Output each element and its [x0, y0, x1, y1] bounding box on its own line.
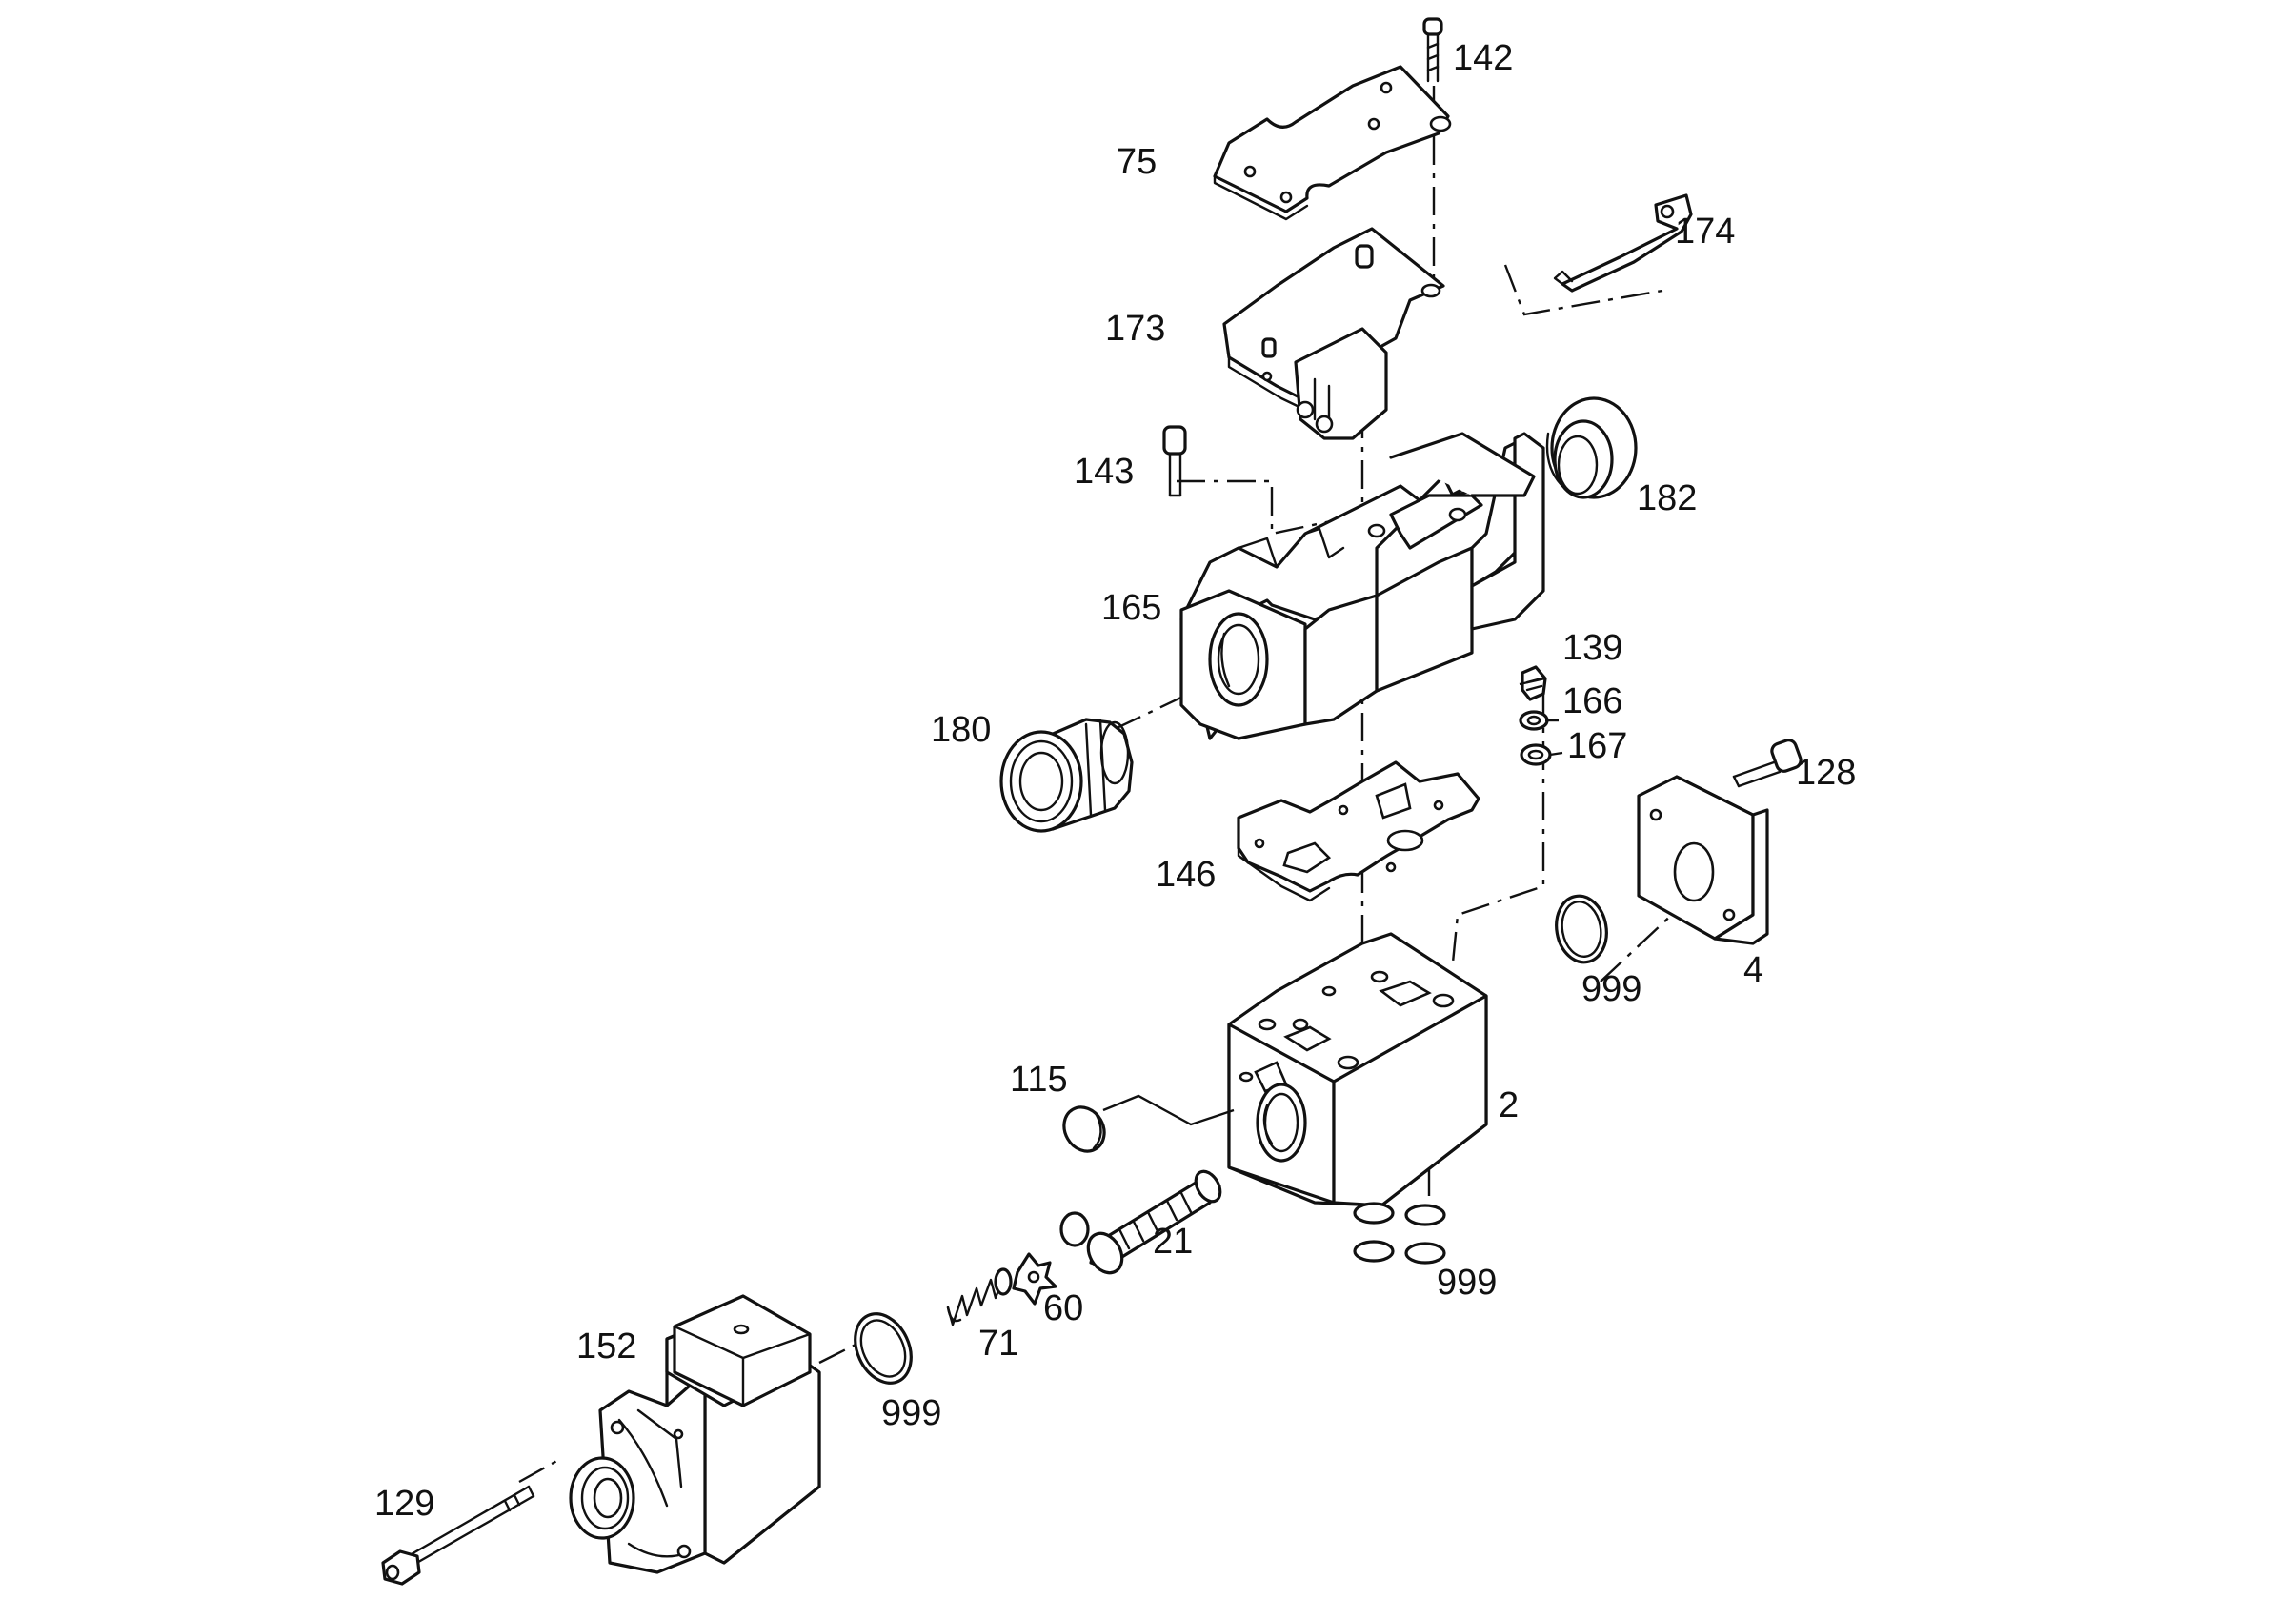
callout-129: 129 [374, 1484, 434, 1524]
leader-lines [1519, 677, 1563, 757]
washer-166 [1519, 710, 1549, 731]
callout-999-coil: 999 [881, 1393, 941, 1433]
callout-173: 173 [1105, 309, 1165, 349]
callout-128: 128 [1796, 753, 1856, 793]
callout-labels: 142 75 174 173 143 182 165 139 166 167 1… [374, 38, 1856, 1524]
plug-182 [1545, 396, 1638, 499]
housing-top-173 [1222, 227, 1445, 440]
callout-146: 146 [1156, 855, 1216, 895]
plug-115 [1062, 1094, 1235, 1153]
valve-body-2 [1227, 932, 1488, 1207]
lever-174 [1553, 193, 1693, 293]
screw-143 [1162, 425, 1187, 497]
callout-21: 21 [1153, 1222, 1193, 1262]
o-ring-999-coil [854, 1312, 913, 1385]
spring-seat-60 [1012, 1252, 1057, 1306]
callout-180: 180 [931, 710, 991, 750]
screw-129 [381, 1485, 535, 1586]
end-plate-4 [1637, 775, 1769, 945]
cover-plate-75 [1213, 65, 1452, 221]
callout-71: 71 [978, 1324, 1018, 1364]
callout-174: 174 [1675, 212, 1735, 252]
callout-999-right: 999 [1581, 969, 1641, 1009]
cable-gland-180 [999, 718, 1134, 833]
callout-115: 115 [1010, 1060, 1068, 1100]
callout-142: 142 [1453, 38, 1513, 78]
callout-182: 182 [1637, 478, 1697, 518]
callout-139: 139 [1562, 628, 1622, 668]
callout-165: 165 [1101, 588, 1161, 628]
callout-167: 167 [1567, 726, 1627, 766]
screw-128 [1732, 739, 1803, 788]
callout-999-bottom: 999 [1437, 1263, 1497, 1303]
housing-165 [1179, 432, 1545, 740]
o-rings-999-bottom [1353, 1202, 1446, 1265]
o-ring-999-right [1555, 894, 1608, 964]
callout-4: 4 [1743, 950, 1763, 990]
callout-60: 60 [1043, 1288, 1083, 1328]
callout-143: 143 [1074, 452, 1134, 492]
washer-167 [1520, 743, 1552, 766]
screw-142 [1422, 17, 1443, 83]
spool-21 [1059, 1169, 1222, 1275]
spring-71 [946, 1267, 1013, 1326]
solenoid-coil-152 [569, 1294, 821, 1574]
gasket-146 [1237, 760, 1480, 902]
callout-152: 152 [576, 1326, 636, 1367]
callout-166: 166 [1562, 681, 1622, 721]
callout-2: 2 [1499, 1085, 1519, 1125]
callout-75: 75 [1117, 142, 1157, 182]
